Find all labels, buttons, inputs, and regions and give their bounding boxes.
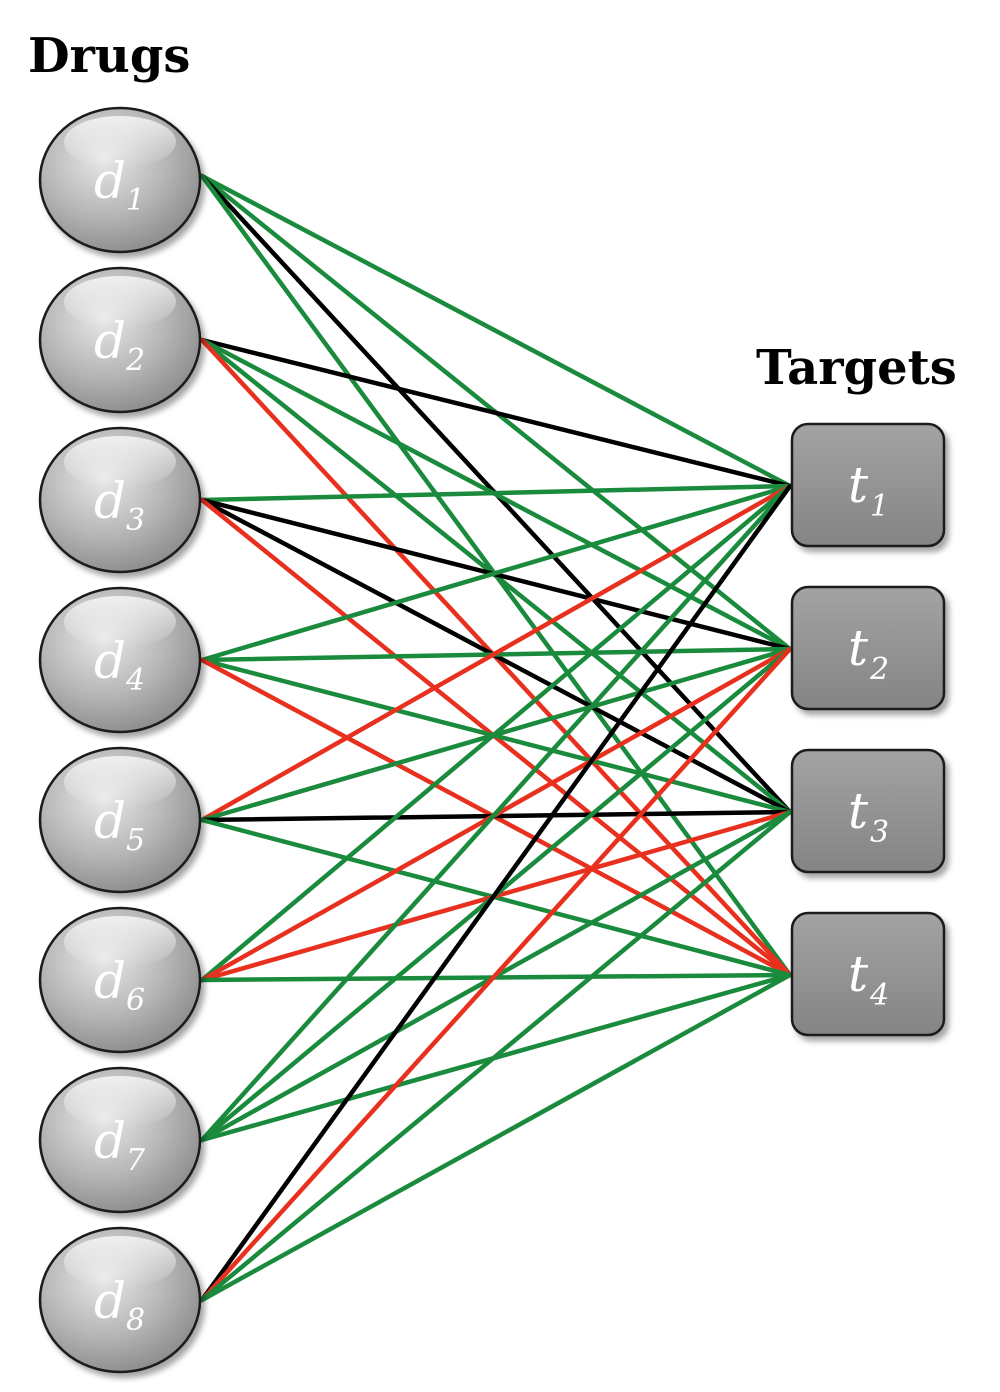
drug-node-label: d: [94, 312, 126, 370]
drug-node-subscript: 1: [126, 183, 145, 218]
target-node-shape: [790, 911, 946, 1037]
target-node-label: t: [848, 782, 869, 840]
drug-node-subscript: 8: [126, 1303, 145, 1338]
drug-node-label: d: [94, 472, 126, 530]
drug-node-highlight: [64, 916, 176, 968]
edge-d8-t2: [199, 646, 793, 1303]
drug-node-highlight: [64, 1076, 176, 1128]
drug-node-subscript: 5: [126, 823, 145, 858]
edges-layer: [199, 173, 793, 1303]
edge-d5-t1: [199, 483, 793, 823]
drug-node-highlight: [64, 596, 176, 648]
targets-heading: Targets: [756, 340, 957, 396]
drug-node-highlight: [64, 116, 176, 168]
drug-node-highlight: [64, 436, 176, 488]
target-node-label: t: [848, 456, 869, 514]
edge-d3-t1: [199, 483, 793, 503]
edge-d6-t1: [199, 483, 793, 983]
target-node-label: t: [848, 619, 869, 677]
drug-node-subscript: 2: [125, 343, 145, 378]
target-node-shape: [790, 422, 946, 548]
edge-d1-t1: [199, 173, 793, 489]
edge-d8-t4: [199, 972, 793, 1303]
target-node-subscript: 1: [870, 489, 889, 524]
target-node-shape: [790, 585, 946, 711]
drug-node-highlight: [64, 276, 176, 328]
edge-d7-t1: [199, 483, 793, 1143]
drug-node-label: d: [94, 1112, 126, 1170]
drug-node-label: d: [94, 792, 126, 850]
target-node-subscript: 3: [870, 815, 889, 850]
target-node-label: t: [848, 945, 869, 1003]
edge-d8-t3: [199, 809, 793, 1303]
target-node-subscript: 4: [869, 978, 889, 1013]
drug-node-subscript: 4: [125, 663, 145, 698]
drug-node-label: d: [94, 632, 126, 690]
drug-node-label: d: [94, 952, 126, 1010]
drug-node-highlight: [64, 1236, 176, 1288]
drug-node-subscript: 3: [126, 503, 145, 538]
drug-node-highlight: [64, 756, 176, 808]
drug-node-label: d: [94, 152, 126, 210]
edge-d2-t1: [199, 337, 793, 489]
drug-node-subscript: 6: [126, 983, 145, 1018]
edge-d4-t1: [199, 483, 793, 663]
target-node-subscript: 2: [869, 652, 889, 687]
drug-node-label: d: [94, 1272, 126, 1330]
drugs-heading: Drugs: [28, 28, 190, 84]
drug-node-subscript: 7: [126, 1143, 146, 1178]
target-node-shape: [790, 748, 946, 874]
edge-d8-t1: [199, 483, 793, 1303]
